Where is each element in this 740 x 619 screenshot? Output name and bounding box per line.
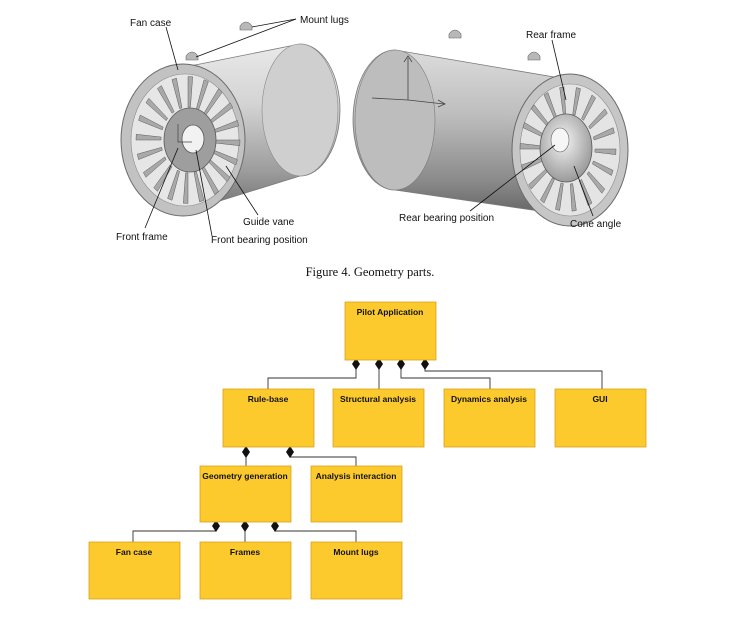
box-mount-lugs: Mount lugs	[310, 541, 403, 600]
left-mount-lug-2	[185, 51, 199, 61]
box-mount-lugs-label: Mount lugs	[333, 547, 379, 557]
callout-front-frame: Front frame	[116, 232, 168, 243]
callout-rear-frame: Rear frame	[526, 30, 576, 41]
callout-front-bearing-position: Front bearing position	[211, 235, 308, 246]
left-guide-vanes	[135, 76, 241, 204]
figure-caption: Figure 4. Geometry parts.	[306, 265, 435, 279]
box-pilot-application: Pilot Application	[344, 301, 437, 361]
right-vane-16	[581, 94, 596, 121]
diamond-geometry-2	[241, 520, 249, 532]
right-vane-17	[588, 108, 608, 130]
callout-leaders	[144, 18, 594, 237]
box-dynamics-analysis: Dynamics analysis	[443, 388, 536, 448]
box-pilot-application-label: Pilot Application	[357, 307, 424, 317]
diamond-rulebase-2	[286, 446, 294, 458]
box-geometry-generation: Geometry generation	[199, 465, 292, 523]
box-structural-analysis: Structural analysis	[332, 388, 425, 448]
box-gui-label: GUI	[592, 394, 607, 404]
box-rule-base-label: Rule-base	[248, 394, 289, 404]
right-bearing-hole	[550, 127, 570, 153]
right-vane-18	[593, 127, 615, 141]
right-vane-4	[579, 179, 593, 207]
left-fan-case-drawing	[120, 21, 341, 217]
left-vane-6	[183, 172, 189, 204]
callout-guide-vane: Guide vane	[243, 217, 295, 228]
left-vane-9	[143, 156, 167, 178]
right-mount-lug-1	[448, 29, 462, 39]
diamond-pilot-2	[375, 358, 383, 370]
axis-triad-icon	[371, 55, 446, 108]
diamond-pilot-4	[421, 358, 429, 370]
left-vane-16	[187, 76, 193, 108]
right-mount-lug-2	[527, 51, 541, 61]
diamond-pilot-3	[397, 358, 405, 370]
box-frames-label: Frames	[230, 547, 261, 557]
box-fan-case: Fan case	[88, 541, 181, 600]
right-vane-6	[555, 182, 564, 211]
left-vane-12	[138, 114, 164, 131]
left-vane-7	[167, 169, 180, 201]
diamond-rulebase-1	[242, 446, 250, 458]
callout-fan-case: Fan case	[130, 18, 172, 29]
callout-rear-bearing-position: Rear bearing position	[399, 213, 494, 224]
callout-cone-angle: Cone angle	[570, 219, 622, 230]
right-vane-15	[572, 87, 581, 116]
box-analysis-interaction: Analysis interaction	[310, 465, 403, 523]
right-vane-7	[540, 177, 555, 204]
right-vane-3	[586, 171, 606, 194]
left-vane-14	[157, 85, 175, 114]
right-fan-case-drawing	[352, 29, 629, 227]
box-frames: Frames	[199, 541, 292, 600]
box-analysis-interaction-label: Analysis interaction	[316, 471, 397, 481]
callout-mount-lugs: Mount lugs	[300, 15, 349, 26]
box-gui: GUI	[554, 388, 647, 448]
left-vane-10	[137, 147, 163, 160]
box-structural-analysis-label: Structural analysis	[340, 394, 416, 404]
left-bearing-hole	[181, 124, 205, 154]
box-dynamics-analysis-label: Dynamics analysis	[451, 394, 527, 404]
right-vane-5	[570, 183, 577, 212]
hierarchy-diamonds	[212, 358, 429, 532]
diamond-geometry-1	[212, 520, 220, 532]
right-vane-2	[592, 160, 614, 176]
left-mount-lug-1	[239, 21, 253, 31]
diamond-geometry-3	[271, 520, 279, 532]
box-fan-case-label: Fan case	[116, 547, 153, 557]
diamond-pilot-1	[352, 358, 360, 370]
left-vane-11	[135, 134, 162, 141]
left-vane-13	[145, 97, 168, 122]
box-rule-base: Rule-base	[222, 388, 315, 448]
right-vane-1	[594, 148, 617, 155]
left-vane-15	[171, 77, 183, 109]
box-geometry-generation-label: Geometry generation	[202, 471, 288, 481]
